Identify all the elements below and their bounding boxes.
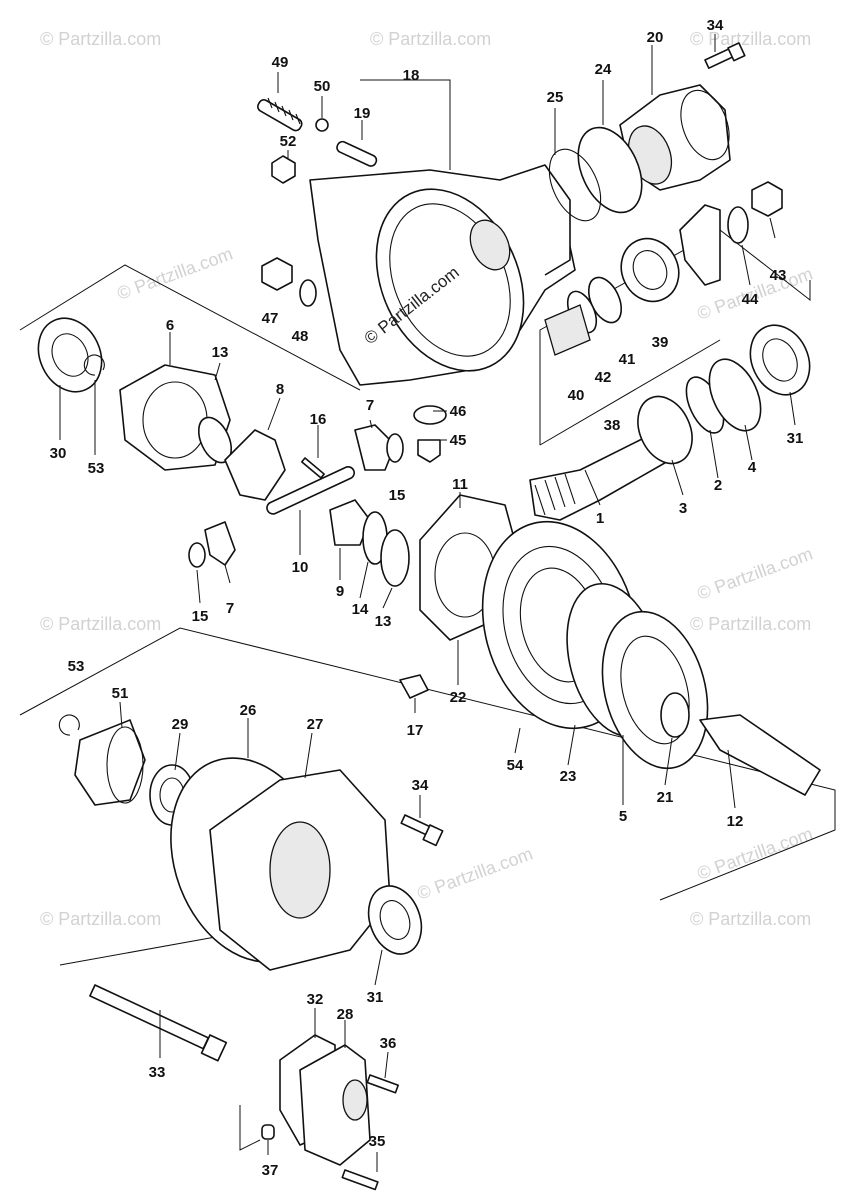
part-label: 38 [604,417,621,434]
part-label: 31 [787,430,804,447]
part-label: 41 [619,351,636,368]
watermark: © Partzilla.com [690,614,811,634]
part-label: 34 [707,17,724,34]
part-label: 23 [560,768,577,785]
part-label: 5 [619,808,627,825]
lower-housing-assembly [58,714,423,971]
o-ring [548,148,602,222]
part-label: 50 [314,78,331,95]
part-label: 45 [450,432,467,449]
part-label: 3 [679,500,687,517]
part-label: 12 [727,813,744,830]
watermark: © Partzilla.com [115,243,236,303]
part-label: 28 [337,1006,354,1023]
watermark: © Partzilla.com [415,843,536,903]
part-label: 24 [595,61,612,78]
part-label: 25 [547,89,564,106]
part-label: 8 [276,381,284,398]
part-label: 13 [375,613,392,630]
output-bearings-and-shaft [566,582,821,796]
part-label: 52 [280,133,297,150]
part-label: 47 [262,310,279,327]
part-label: 53 [68,658,85,675]
part-label: 7 [226,600,234,617]
part-label: 9 [336,583,344,600]
part-label: 49 [272,54,289,71]
part-label: 42 [595,369,612,386]
part-label: 22 [450,689,467,706]
leader-lines [59,34,796,1172]
part-label: 37 [262,1162,279,1179]
watermark: © Partzilla.com [370,29,491,49]
part-label: 35 [369,1133,386,1150]
differential-pinion-gears [188,405,447,568]
bolt [400,814,444,847]
part-label: 10 [292,559,309,576]
part-label: 15 [389,487,406,504]
part-label: 39 [652,334,669,351]
part-label: 7 [366,397,374,414]
part-label: 32 [307,991,324,1008]
part-label: 14 [352,601,369,618]
part-label: 33 [149,1064,166,1081]
part-label: 31 [367,989,384,1006]
part-label: 17 [407,722,424,739]
watermark: © Partzilla.com [40,909,161,929]
side-gear-shims [329,499,410,587]
part-label: 27 [307,716,324,733]
part-label: 51 [112,685,129,702]
gasket [577,126,643,214]
part-label: 2 [714,477,722,494]
watermark: © Partzilla.com [695,543,816,603]
part-number-labels: 1 2 3 4 5 6 7 7 8 9 10 11 12 13 13 14 15… [50,17,804,1179]
part-label: 4 [748,459,757,476]
part-label: 53 [88,460,105,477]
drive-pinion-assembly [529,324,811,521]
part-label: 18 [403,67,420,84]
part-label: 30 [50,445,67,462]
part-label: 54 [507,757,524,774]
part-label: 43 [770,267,787,284]
part-label: 13 [212,344,229,361]
part-label: 36 [380,1035,397,1052]
bolt [704,42,746,69]
part-label: 48 [292,328,309,345]
part-label: 46 [450,403,467,420]
part-label: 40 [568,387,585,404]
watermark: © Partzilla.com [690,29,811,49]
companion-flange [679,181,783,286]
part-label: 26 [240,702,257,719]
watermark: © Partzilla.com [40,614,161,634]
part-label: 29 [172,716,189,733]
watermark: © Partzilla.com [690,909,811,929]
part-label: 6 [166,317,174,334]
end-cover-assembly [261,1034,399,1191]
part-label: 20 [647,29,664,46]
left-side-bearing [37,317,105,393]
differential-carrier-housing [309,164,576,386]
part-label: 34 [412,777,429,794]
watermark: © Partzilla.com [40,29,161,49]
differential-case [119,364,233,471]
part-label: 21 [657,789,674,806]
part-label: 15 [192,608,209,625]
breather-parts [257,97,378,307]
long-bolt [89,984,228,1062]
part-label: 1 [596,510,604,527]
watermark: © Partzilla.com [695,823,816,883]
part-label: 16 [310,411,327,428]
part-label: 19 [354,105,371,122]
side-gear-and-shaft [224,429,355,515]
part-label: 44 [742,291,759,308]
pinion-bearing-set [544,237,680,356]
part-label: 11 [452,476,468,493]
